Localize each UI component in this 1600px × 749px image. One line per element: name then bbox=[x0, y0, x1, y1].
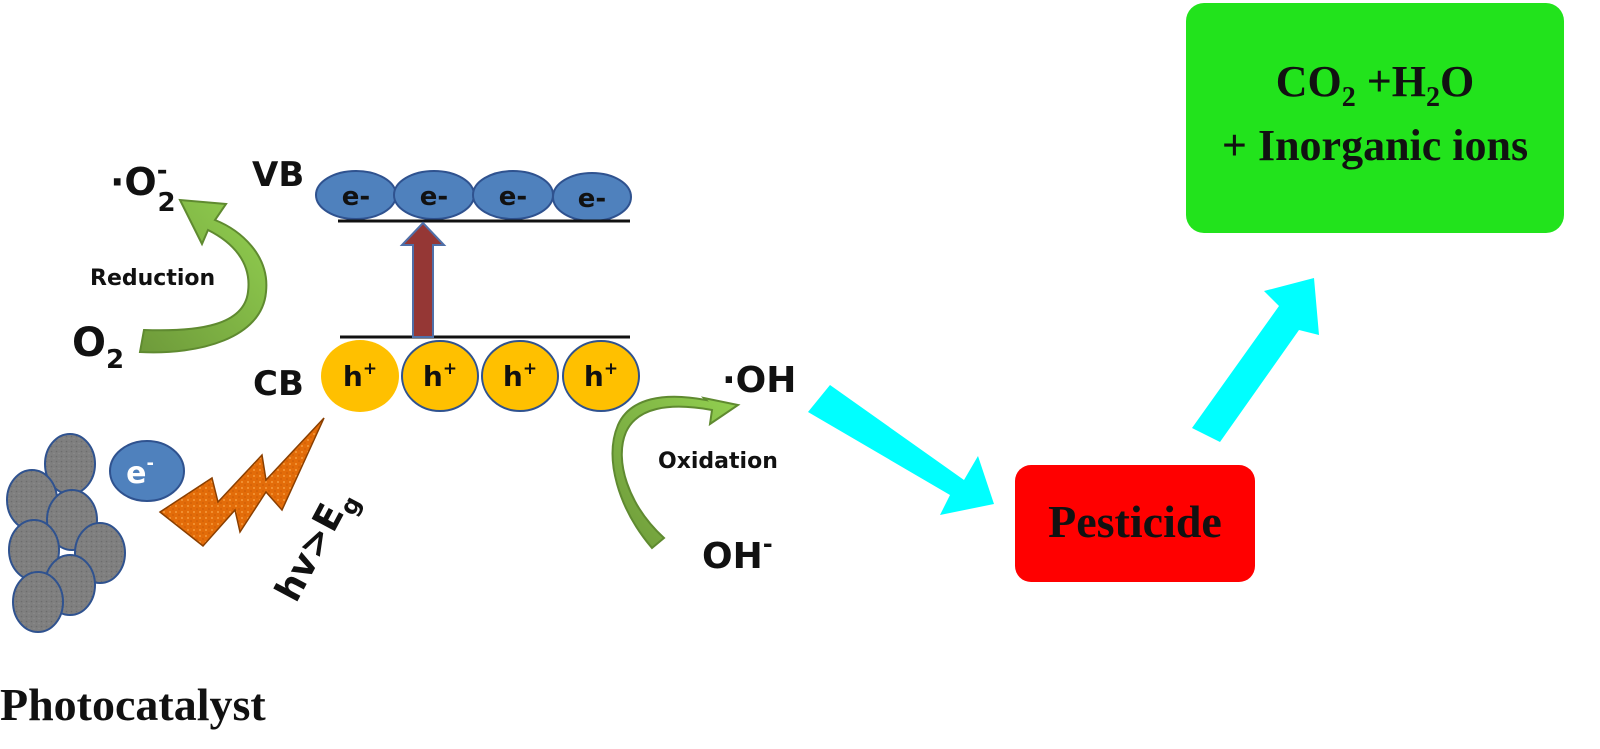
products-box: CO2 +H2O + Inorganic ions bbox=[1186, 3, 1564, 233]
free-electron: e- bbox=[109, 440, 185, 502]
pesticide-box: Pesticide bbox=[1015, 465, 1255, 582]
oxidation-label: Oxidation bbox=[658, 449, 778, 474]
reduction-label: Reduction bbox=[90, 266, 215, 291]
superoxide-label: ·O-2 bbox=[110, 156, 176, 218]
mineralization-arrow-to-products bbox=[1192, 278, 1319, 442]
hole-particle: h+ bbox=[321, 340, 399, 412]
hydroxide-label: OH- bbox=[702, 530, 773, 577]
electron-particle: e- bbox=[315, 170, 397, 220]
hole-charge: + bbox=[604, 359, 618, 379]
electron-particle: e- bbox=[393, 170, 475, 220]
valence-band-label: VB bbox=[252, 155, 304, 195]
svg-text:h+: h+ bbox=[503, 359, 537, 393]
svg-text:h+: h+ bbox=[423, 359, 457, 393]
electron-label: e- bbox=[342, 182, 370, 212]
hole-label: h bbox=[423, 360, 443, 393]
reduction-curved-arrow bbox=[138, 198, 268, 354]
products-line-1: CO2 +H2O bbox=[1276, 57, 1475, 113]
products-line-2: + Inorganic ions bbox=[1222, 121, 1528, 170]
svg-text:h+: h+ bbox=[343, 359, 377, 393]
hole-charge: + bbox=[363, 359, 377, 379]
hole-particle: h+ bbox=[401, 340, 479, 412]
hole-label: h bbox=[503, 360, 523, 393]
excitation-arrow bbox=[399, 221, 447, 338]
degradation-arrow-to-pesticide bbox=[808, 385, 994, 515]
electron-particle: e- bbox=[552, 172, 632, 222]
pesticide-label: Pesticide bbox=[1048, 496, 1222, 547]
conduction-band-label: CB bbox=[253, 364, 304, 404]
svg-text:e-: e- bbox=[126, 453, 154, 491]
oxygen-label: O2 bbox=[72, 320, 124, 375]
electron-label: e- bbox=[499, 182, 527, 212]
electron-label: e- bbox=[420, 182, 448, 212]
oxidation-curved-arrow bbox=[611, 395, 741, 550]
hole-particle: h+ bbox=[481, 340, 559, 412]
conduction-band-holes: h+ h+ h+ h+ bbox=[321, 340, 640, 412]
electron-particle: e- bbox=[472, 170, 554, 220]
electron-label: e- bbox=[578, 184, 606, 214]
light-energy-bolt bbox=[158, 417, 325, 548]
hole-label: h bbox=[343, 360, 363, 393]
hydroxyl-radical-label: ·OH bbox=[722, 360, 796, 401]
photocatalyst-label: Photocatalyst bbox=[0, 679, 266, 730]
hole-charge: + bbox=[443, 359, 457, 379]
hole-label: h bbox=[584, 360, 604, 393]
svg-text:h+: h+ bbox=[584, 359, 618, 393]
hole-charge: + bbox=[523, 359, 537, 379]
hole-particle: h+ bbox=[562, 340, 640, 412]
photocatalyst-particles bbox=[6, 433, 126, 633]
valence-band-electrons: e- e- e- e- bbox=[315, 170, 632, 222]
